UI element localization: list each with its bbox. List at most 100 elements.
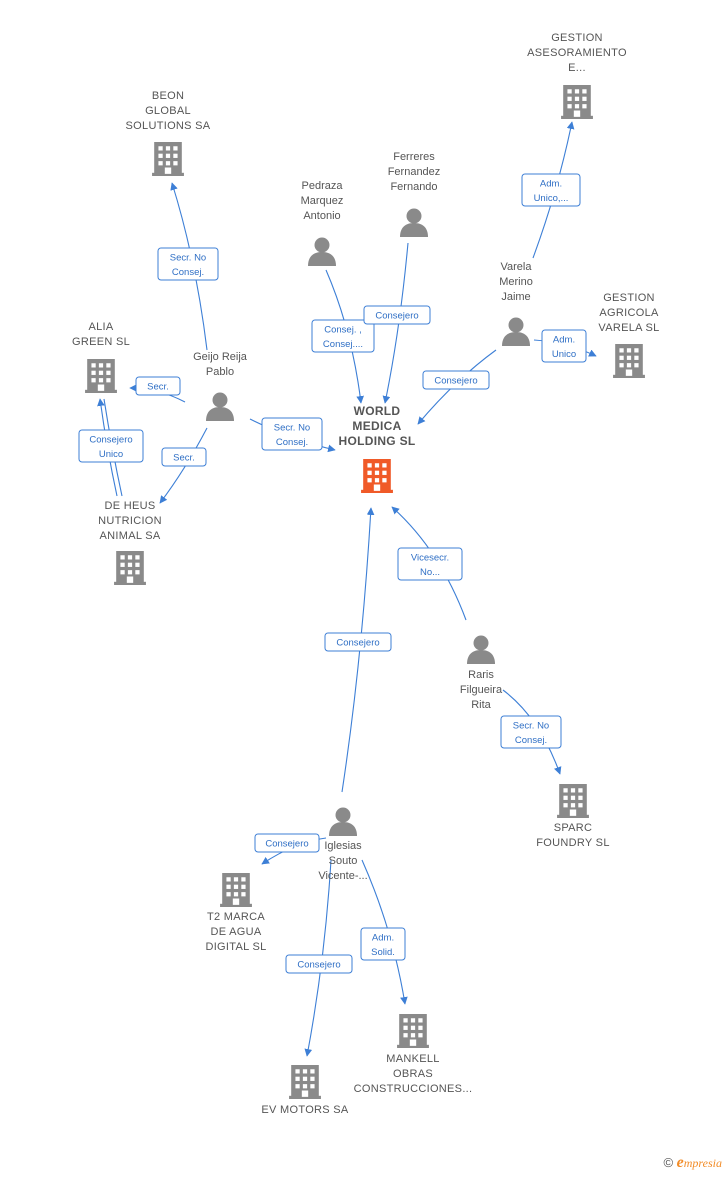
company-node[interactable]: ALIA GREEN SL (72, 321, 130, 393)
person-icon (308, 237, 336, 266)
relation-edge[interactable]: Consejero (324, 507, 392, 793)
edge-label-box (285, 954, 353, 974)
node-label: Antonio (303, 210, 340, 222)
node-label: Fernandez (388, 166, 441, 178)
edge-label-box (78, 429, 144, 463)
node-label: SPARC (554, 822, 593, 834)
node-label: DE AGUA (210, 926, 261, 938)
person-node[interactable]: IglesiasSoutoVicente-... (318, 807, 368, 883)
edge-label-box (311, 319, 375, 353)
node-label: ALIA (88, 321, 113, 333)
company-node[interactable]: GESTIONASESORAMIENTOE... (527, 32, 627, 119)
edge-label-text: Consejero (434, 376, 477, 387)
relation-edge[interactable]: Consejero (254, 833, 327, 865)
person-icon (467, 635, 495, 664)
building-icon (114, 551, 146, 585)
edge-label-text: Consej. (172, 267, 204, 278)
edge-label-box (363, 305, 431, 325)
relation-edge[interactable]: Vicesecr. No... (391, 506, 467, 621)
node-label: Filgueira (460, 684, 503, 696)
node-label: DIGITAL SL (205, 941, 266, 953)
relation-edge[interactable]: Adm.Unico (533, 329, 597, 363)
building-icon (289, 1065, 321, 1099)
edge-label-box (397, 547, 463, 581)
person-icon (400, 208, 428, 237)
edge-label-text: Consejero (297, 960, 340, 971)
edge-label-text: Consejero (265, 839, 308, 850)
edge-arrow (382, 242, 409, 404)
edge-label-text: Consejero (375, 311, 418, 322)
node-label: GESTION (603, 292, 655, 304)
relation-edge[interactable]: Adm.Solid. (360, 859, 408, 1005)
edge-label-text: Vicesecr. (411, 552, 449, 563)
relation-edge[interactable]: Secr. (129, 376, 186, 403)
relation-edge[interactable]: Consejero (417, 349, 497, 425)
node-label: DE HEUS (105, 500, 156, 512)
edge-label-box (135, 376, 181, 396)
edge-label-box (157, 247, 219, 281)
person-icon (502, 317, 530, 346)
company-node[interactable]: MANKELLOBRASCONSTRUCCIONES... (354, 1014, 473, 1095)
edge-label-box (261, 417, 323, 451)
node-label: BEON (152, 90, 184, 102)
footer-copyright: © empresia (663, 1154, 722, 1172)
relation-edge[interactable]: Consejero (285, 859, 353, 1057)
node-label: Rita (471, 699, 491, 711)
company-node[interactable]: SPARC FOUNDRY SL (536, 784, 610, 849)
relation-edge[interactable]: Secr. (159, 427, 208, 504)
building-icon (397, 1014, 429, 1048)
edge-label-text: Secr. (173, 453, 195, 464)
node-label: Marquez (301, 195, 344, 207)
relation-edge[interactable]: Consejero (363, 242, 431, 404)
edge-label-text: Consej. , (324, 324, 362, 335)
edge-label-text: No... (420, 567, 440, 578)
node-label: Fernando (390, 181, 437, 193)
edge-label-text: Secr. No (274, 422, 310, 433)
edges-layer: Secr. NoConsej.Secr.Secr.ConsejeroUnicoS… (78, 121, 597, 1057)
edge-label-text: Secr. (147, 382, 169, 393)
node-label: GREEN SL (72, 336, 130, 348)
brand-initial: e (676, 1154, 684, 1171)
company-node[interactable]: T2 MARCA DE AGUA DIGITAL SL (205, 873, 266, 953)
company-node[interactable]: EV MOTORS SA (261, 1065, 349, 1116)
building-icon (152, 142, 184, 176)
node-label: MANKELL (386, 1053, 439, 1065)
copyright-symbol: © (663, 1155, 674, 1170)
node-label: T2 MARCA (207, 911, 265, 923)
node-label: Pablo (206, 366, 234, 378)
building-icon (613, 344, 645, 378)
node-label: HOLDING SL (339, 434, 416, 448)
node-label: Iglesias (324, 840, 362, 852)
node-label: FOUNDRY SL (536, 837, 610, 849)
brand-rest: mpresia (683, 1156, 722, 1170)
relation-edge[interactable]: Adm.Unico,... (521, 121, 581, 259)
edge-arrow (159, 427, 208, 504)
building-icon (561, 85, 593, 119)
edge-label-box (254, 833, 320, 853)
edge-label-text: Unico (99, 449, 123, 460)
relation-edge[interactable]: Consej. ,Consej.... (311, 269, 375, 404)
building-icon (361, 459, 393, 493)
node-label: Jaime (501, 291, 530, 303)
edge-label-box (161, 447, 207, 467)
brand-logo[interactable]: empresia (676, 1154, 722, 1171)
edge-label-box (324, 632, 392, 652)
node-label: Souto (329, 855, 358, 867)
node-label: Vicente-... (318, 870, 367, 882)
edge-label-text: Adm. (540, 178, 562, 189)
